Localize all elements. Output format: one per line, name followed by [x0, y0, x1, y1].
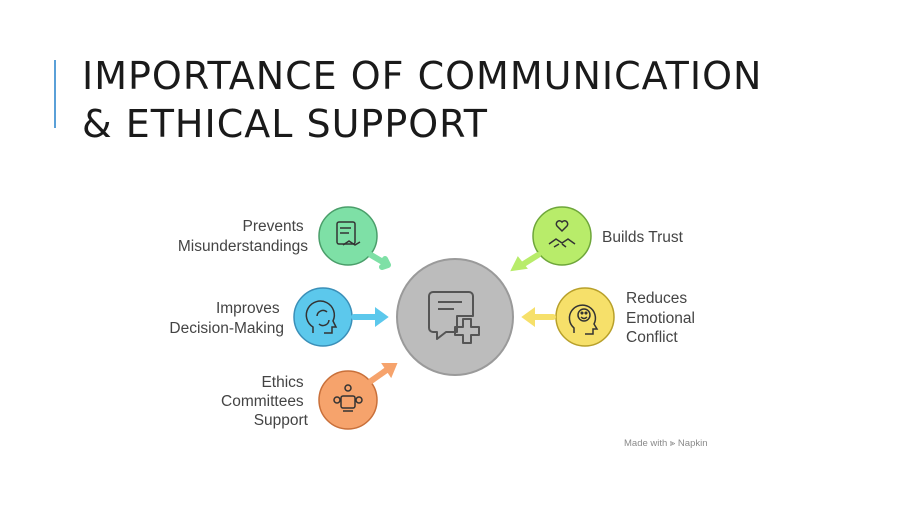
item-label-line: Support [254, 412, 309, 429]
slide-title-line-2: & ETHICAL SUPPORT [82, 102, 489, 146]
svg-text:Reduces Emotional: Reduces Emotional Conflict [626, 290, 699, 346]
svg-text:Ethics Committees: Ethics Committees Support [221, 374, 309, 429]
item-label-line: Decision-Making [169, 320, 284, 337]
napkin-watermark: Made with ⫸ Napkin [624, 438, 708, 449]
item-ethics-committees-support: Ethics Committees Support [221, 363, 398, 430]
item-reduces-emotional-conflict: Reduces Emotional Conflict [521, 287, 699, 347]
committee-table-icon [333, 384, 363, 412]
heart-handshake-icon [548, 220, 576, 248]
slide-title-line-1: IMPORTANCE OF COMMUNICATION [82, 54, 763, 98]
title-accent-bar [54, 60, 56, 128]
center-node [396, 258, 514, 376]
svg-text:Improves Decision-Making: Improves Decision-Making [169, 300, 284, 337]
item-label-line: Committees [221, 393, 304, 410]
item-improves-decision-making: Improves Decision-Making [169, 287, 389, 347]
item-label-line: Prevents [243, 218, 304, 235]
item-label-line: Reduces [626, 290, 687, 307]
document-handshake-icon [336, 221, 361, 246]
svg-text:Prevents Misunderstandin: Prevents Misunderstandings [178, 218, 308, 255]
chat-medical-icon [428, 291, 480, 344]
item-prevents-misunderstandings: Prevents Misunderstandings [178, 206, 391, 270]
head-cycle-icon [305, 300, 338, 334]
slide-title: IMPORTANCE OF COMMUNICATION & ETHICAL SU… [82, 52, 862, 148]
smiling-head-icon [568, 304, 599, 335]
item-label-line: Conflict [626, 329, 678, 346]
item-label-line: Improves [216, 300, 280, 317]
item-label-line: Emotional [626, 310, 695, 327]
svg-text:Builds Trust: Builds Trust [602, 229, 684, 246]
item-label-line: Ethics [261, 374, 303, 391]
item-label-line: Misunderstandings [178, 238, 308, 255]
item-label-line: Builds Trust [602, 229, 684, 246]
item-builds-trust: Builds Trust [510, 206, 684, 272]
